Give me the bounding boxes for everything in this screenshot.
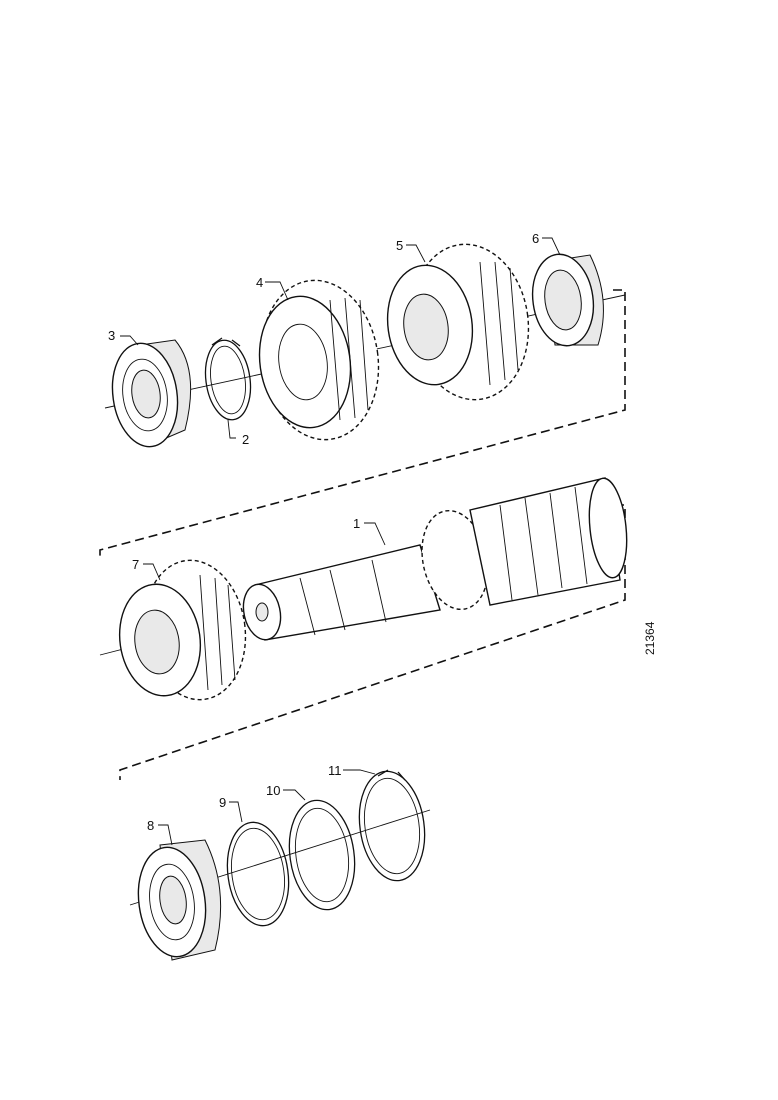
- washer-part-9: [226, 821, 290, 927]
- leader-5: [406, 244, 426, 263]
- leader-1: [364, 522, 386, 546]
- leader-lines: [120, 237, 561, 846]
- leader-7: [143, 563, 161, 581]
- snap-ring-part-11: [358, 769, 426, 882]
- callout-9: 9: [219, 795, 226, 810]
- leader-3: [120, 335, 139, 346]
- callout-6: 6: [532, 231, 539, 246]
- leader-6: [542, 237, 561, 256]
- callout-10: 10: [266, 783, 280, 798]
- top-guide-dashed-line: [99, 289, 626, 560]
- callout-2: 2: [242, 432, 249, 447]
- leader-8: [158, 824, 173, 846]
- callout-1: 1: [353, 516, 360, 531]
- bush-part-6: [531, 253, 604, 347]
- bearing-part-3: [111, 339, 192, 448]
- leader-9: [229, 801, 243, 823]
- circlip-part-2: [204, 337, 252, 421]
- bearing-part-8: [137, 839, 222, 961]
- gear-part-7: [118, 559, 247, 701]
- callout-11: 11: [328, 763, 342, 778]
- callout-3: 3: [108, 328, 115, 343]
- callout-7: 7: [132, 557, 139, 572]
- reference-number: 21364: [643, 621, 657, 655]
- leader-10: [283, 789, 306, 801]
- shaft-part-1: [242, 477, 628, 641]
- gear-part-5: [386, 243, 530, 401]
- callout-4: 4: [256, 275, 263, 290]
- gear-part-4: [258, 279, 380, 441]
- leader-2: [227, 419, 236, 439]
- leader-11: [343, 769, 376, 775]
- leader-4: [265, 281, 289, 301]
- callout-8: 8: [147, 818, 154, 833]
- callout-5: 5: [396, 238, 403, 253]
- shim-part-10: [288, 799, 356, 911]
